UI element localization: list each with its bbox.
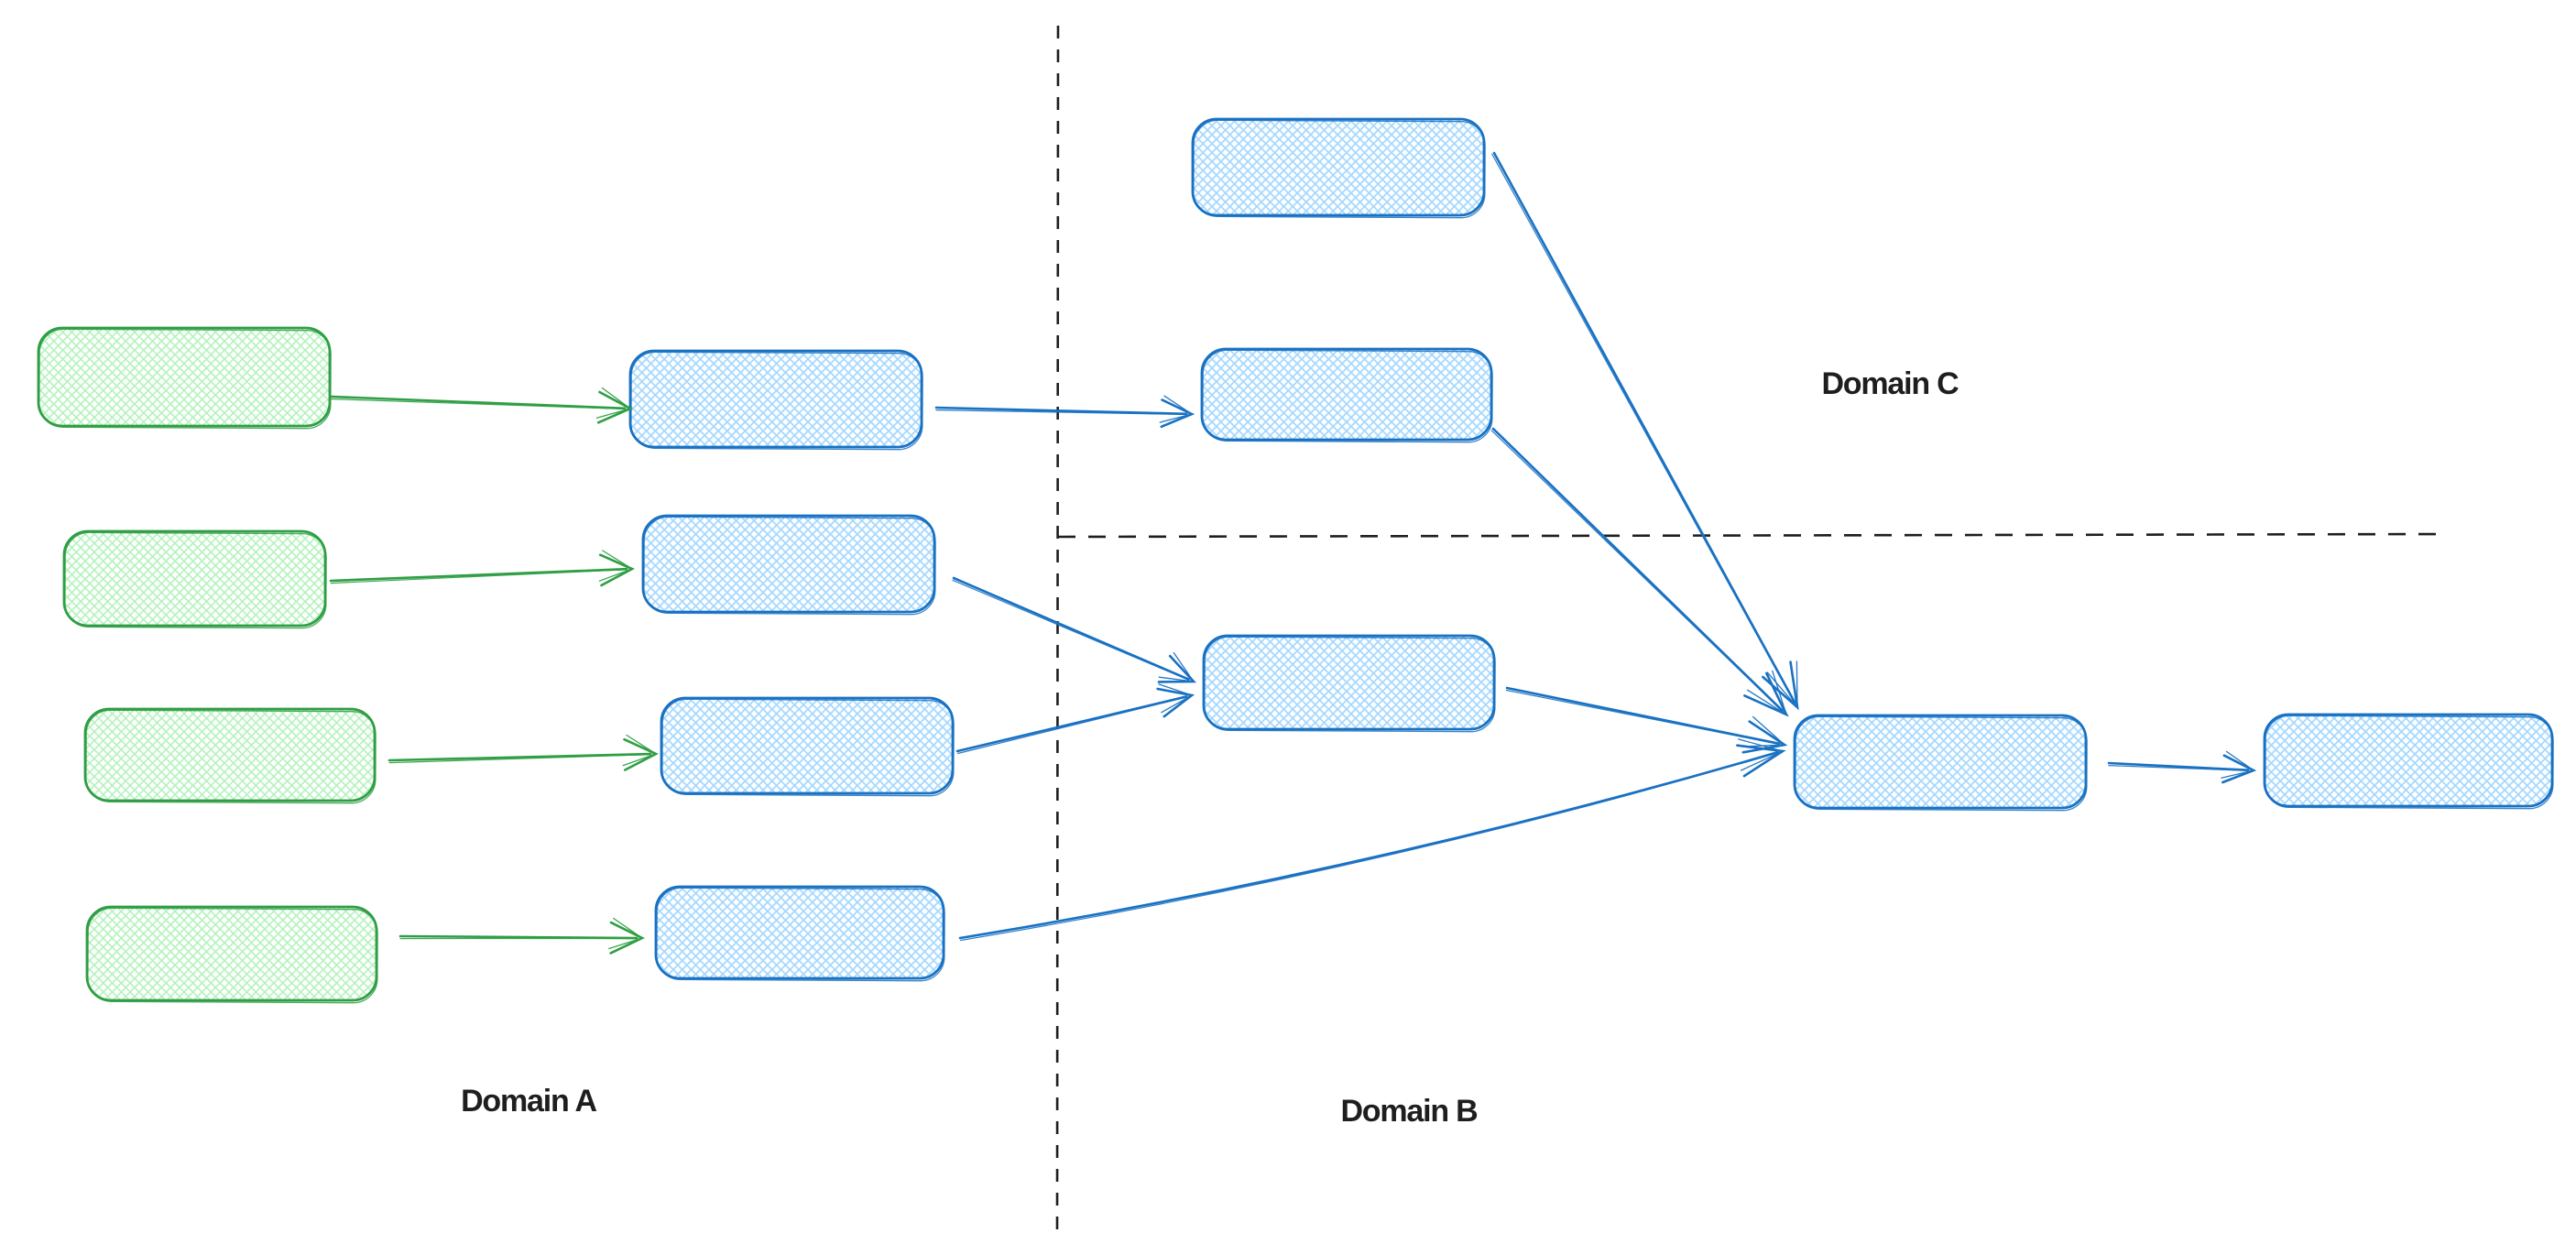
svg-text:Domain B: Domain B <box>1340 1094 1478 1129</box>
svg-text:Domain C: Domain C <box>1821 366 1959 401</box>
svg-text:Domain A: Domain A <box>461 1084 596 1119</box>
